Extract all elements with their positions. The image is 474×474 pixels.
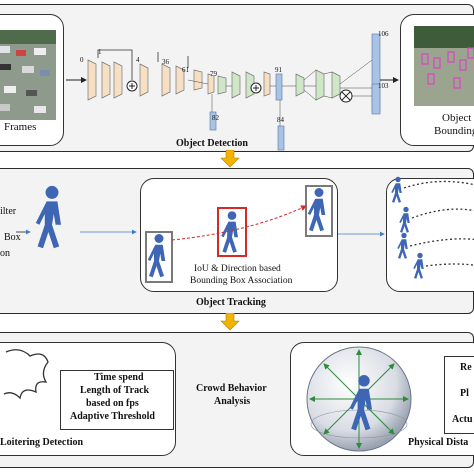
left-label-line3: on [0,248,10,259]
neck-peach-layers [207,71,271,97]
channel-79: 79 [210,70,218,78]
output-label-line1: Object [442,112,472,124]
trajectories [391,176,474,279]
channel-1: 1 [98,48,102,56]
association-curve [171,205,307,241]
person-input [35,185,61,249]
tracking-diagram [16,176,474,283]
physical-item-2: Pl [460,388,469,399]
association-line1: IoU & Direction based [194,264,281,274]
frames-image [0,30,56,120]
channel-36: 36 [162,58,170,66]
left-label-line2: Box [4,232,21,243]
channel-91: 91 [275,66,283,74]
loitering-item-4: Adaptive Threshold [70,411,155,422]
channel-4: 4 [136,56,140,64]
crowd-behavior-title-line1: Crowd Behavior [196,383,267,394]
channel-0: 0 [80,56,84,64]
channel-61: 61 [182,66,190,74]
flow-arrow-2 [220,313,240,331]
channel-84: 84 [277,116,285,124]
flow-arrow-1 [220,150,240,168]
trajectory-box [386,178,474,292]
output-image [414,26,474,106]
physical-criteria-box [444,356,474,434]
physical-item-3: Actu [452,414,473,425]
channel-106: 106 [378,30,389,38]
channel-82: 82 [212,114,220,122]
output-label-line2: Bounding [434,125,474,137]
head-layers [209,33,381,151]
loitering-item-2: Length of Track [80,385,150,396]
bbox-next [305,185,333,237]
bbox-current [217,207,247,257]
physical-item-1: Re [460,362,472,373]
encoder-layers [87,59,203,101]
left-label-line1: ilter [0,206,17,217]
association-line2: Bounding Box Association [190,276,293,286]
bbox-previous [145,231,173,283]
loitering-title: Loitering Detection [0,437,84,448]
frames-label: Frames [4,121,37,133]
loitering-item-1: Time spend [94,372,144,383]
object-tracking-title: Object Tracking [196,297,266,308]
loitering-item-3: based on fps [86,398,139,409]
physical-distance-title: Physical Dista [408,437,469,448]
loitering-path-icon [3,349,49,400]
crowd-behavior-title-line2: Analysis [214,396,251,407]
distance-sphere [306,346,412,452]
object-detection-title: Object Detection [176,138,248,149]
channel-103: 103 [378,82,389,90]
detection-network-diagram: 0 1 4 36 61 79 82 91 84 106 103 [66,30,399,151]
loitering-criteria-box [60,370,174,430]
